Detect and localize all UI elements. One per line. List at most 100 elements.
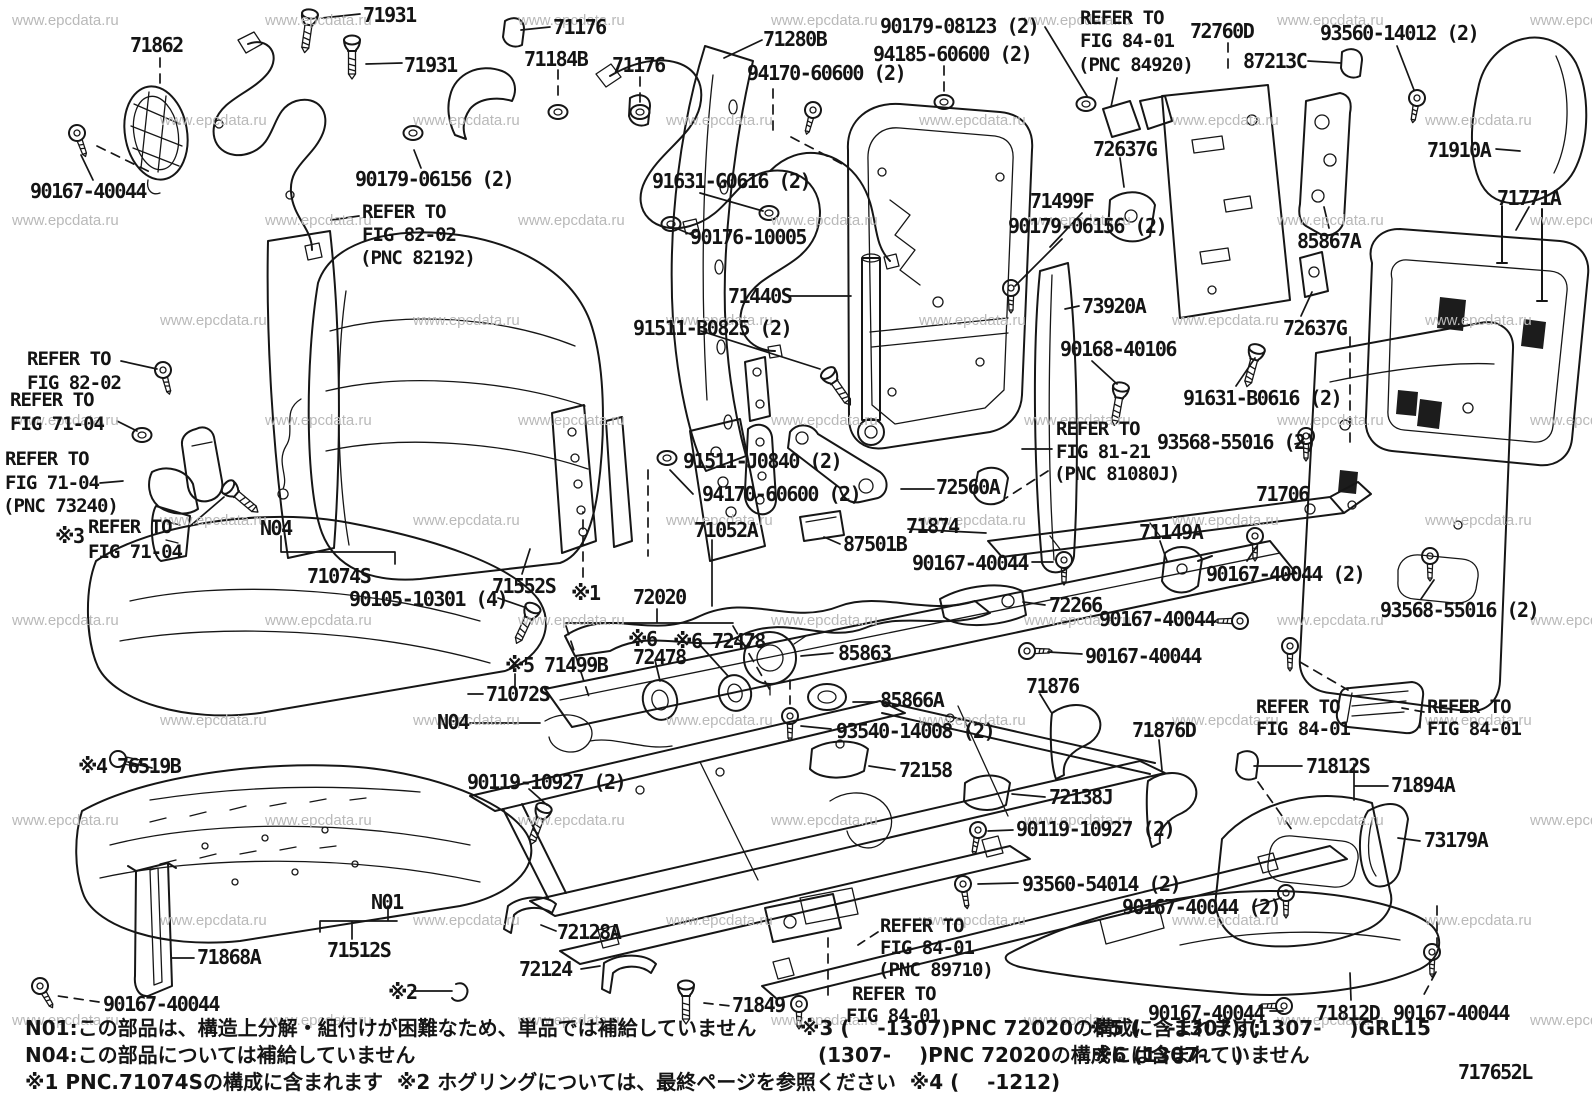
part-label: 72138J (1049, 785, 1114, 809)
small-brackets-center-right (799, 466, 1372, 848)
part-label: 71874 (906, 514, 960, 538)
part-label: (PNC 84920) (1078, 54, 1194, 76)
armrest-and-trim-parts (1004, 681, 1441, 996)
part-label: 90167-40044 (1085, 644, 1202, 668)
part-label: 71876 (1026, 674, 1080, 698)
part-label: 71499F (1030, 189, 1095, 213)
part-label: 71552S (492, 574, 557, 598)
part-label: FIG 84-01 (846, 1005, 941, 1027)
headrest-71910A (1471, 36, 1588, 302)
part-label: N01 (371, 890, 404, 914)
part-label: 71849 (732, 993, 786, 1017)
part-label: 85867A (1297, 229, 1362, 253)
wire-harness-left (212, 31, 327, 261)
part-label: FIG 71-04 (10, 413, 105, 435)
part-label: 72637G (1093, 137, 1158, 161)
footnote-text: ※5 ( -1307);(1307- )GRL15 (1090, 1016, 1431, 1040)
part-label: 90179-06156 (2) (355, 167, 515, 191)
recliner-rings-and-gears (641, 631, 847, 721)
part-label: REFER TO (1080, 7, 1165, 29)
back-board-71706 (1298, 321, 1515, 729)
part-label: 90119-10927 (2) (1016, 817, 1176, 841)
part-label: ※1 (571, 581, 601, 605)
part-label: 71440S (728, 284, 793, 308)
seat-back-pad-71074S (266, 230, 604, 581)
part-label: 71176 (553, 15, 607, 39)
seat-back-frame (846, 102, 1034, 450)
part-label: 90167-40044 (2) (1206, 562, 1366, 586)
part-label: 71149A (1139, 520, 1204, 544)
wire-harness-center (595, 59, 900, 359)
cushion-pad-76519B (86, 515, 1297, 768)
part-label: 71512S (327, 938, 392, 962)
part-label: 71184B (524, 47, 589, 71)
part-label: FIG 71-04 (88, 541, 183, 563)
part-label: 72124 (519, 957, 573, 981)
part-label: 90176-10005 (690, 225, 807, 249)
part-label: 94170-60600 (2) (702, 482, 862, 506)
part-label: 90167-40044 (1393, 1001, 1510, 1025)
back-cover-71771A (1364, 228, 1590, 467)
part-label: 90168-40106 (1060, 337, 1177, 361)
part-label: 72128A (557, 920, 622, 944)
part-label: (PNC 82192) (360, 247, 476, 269)
part-label: 90119-10927 (2) (467, 770, 627, 794)
part-label: 90105-10301 (4) (349, 587, 509, 611)
dashed-construction-lines (57, 42, 1438, 1007)
part-label: 90179-06156 (2) (1008, 214, 1168, 238)
part-label: FIG 81-21 (1056, 441, 1151, 463)
part-label: 91511-B0825 (2) (633, 316, 793, 340)
part-label: 71931 (404, 53, 458, 77)
part-label: 90167-40044 (912, 551, 1029, 575)
power-slide-unit (764, 887, 859, 943)
seat-shield-71862 (123, 85, 189, 195)
part-label: 94170-60600 (2) (747, 61, 907, 85)
part-label: ※6 72478 (673, 629, 766, 653)
part-label: 90167-40044 (2) (1122, 895, 1282, 919)
part-label: N04 (260, 516, 293, 540)
wavy-bracket-71052A (564, 600, 991, 657)
part-label: 87213C (1243, 49, 1308, 73)
part-label: 93560-54014 (2) (1022, 872, 1182, 896)
part-label: 71894A (1391, 773, 1456, 797)
part-label: 72266 (1049, 593, 1103, 617)
part-label: 93568-55016 (2) (1157, 430, 1317, 454)
bracket-plate-85867A (1298, 92, 1352, 237)
part-label: 85866A (880, 688, 945, 712)
part-label: (PNC 89710) (878, 959, 994, 981)
part-label: N04 (437, 710, 470, 734)
part-label: 93540-14008 (2) (836, 719, 996, 743)
channel-bar-71868A (127, 862, 177, 998)
part-label: 71176 (612, 53, 666, 77)
footnote-text: ※3 ( -1307)PNC 72020の構成に含まれます; (800, 1016, 1262, 1040)
part-label: 73920A (1082, 294, 1147, 318)
part-label: REFER TO (362, 201, 447, 223)
part-label: 71812S (1306, 754, 1371, 778)
part-label: 72637G (1283, 316, 1348, 340)
belt-guide-and-clips (447, 17, 1363, 140)
part-label: REFER TO (27, 348, 112, 370)
part-label: FIG 71-04 (5, 472, 100, 494)
part-label: ※5 71499B (505, 653, 609, 677)
part-label: 72560A (936, 475, 1001, 499)
part-label: REFER TO (852, 983, 937, 1005)
part-label: REFER TO (880, 915, 965, 937)
part-label: 71862 (130, 33, 184, 57)
part-label: 71072S (486, 682, 551, 706)
figure-code: 717652L (1458, 1060, 1533, 1084)
part-label: ※3 (55, 524, 85, 548)
part-label: 93560-14012 (2) (1320, 21, 1480, 45)
part-label: 72020 (633, 585, 687, 609)
part-label: 87501B (843, 532, 908, 556)
part-label: 71706 (1256, 482, 1310, 506)
part-label: 90167-40044 (1099, 607, 1216, 631)
part-label: REFER TO (88, 516, 173, 538)
part-label: REFER TO (1056, 418, 1141, 440)
part-label: 71876D (1132, 718, 1197, 742)
part-label: 71074S (307, 564, 372, 588)
part-label: ※6 (628, 627, 658, 651)
part-label: 72158 (899, 758, 953, 782)
small-brackets-72637G (1102, 95, 1329, 298)
